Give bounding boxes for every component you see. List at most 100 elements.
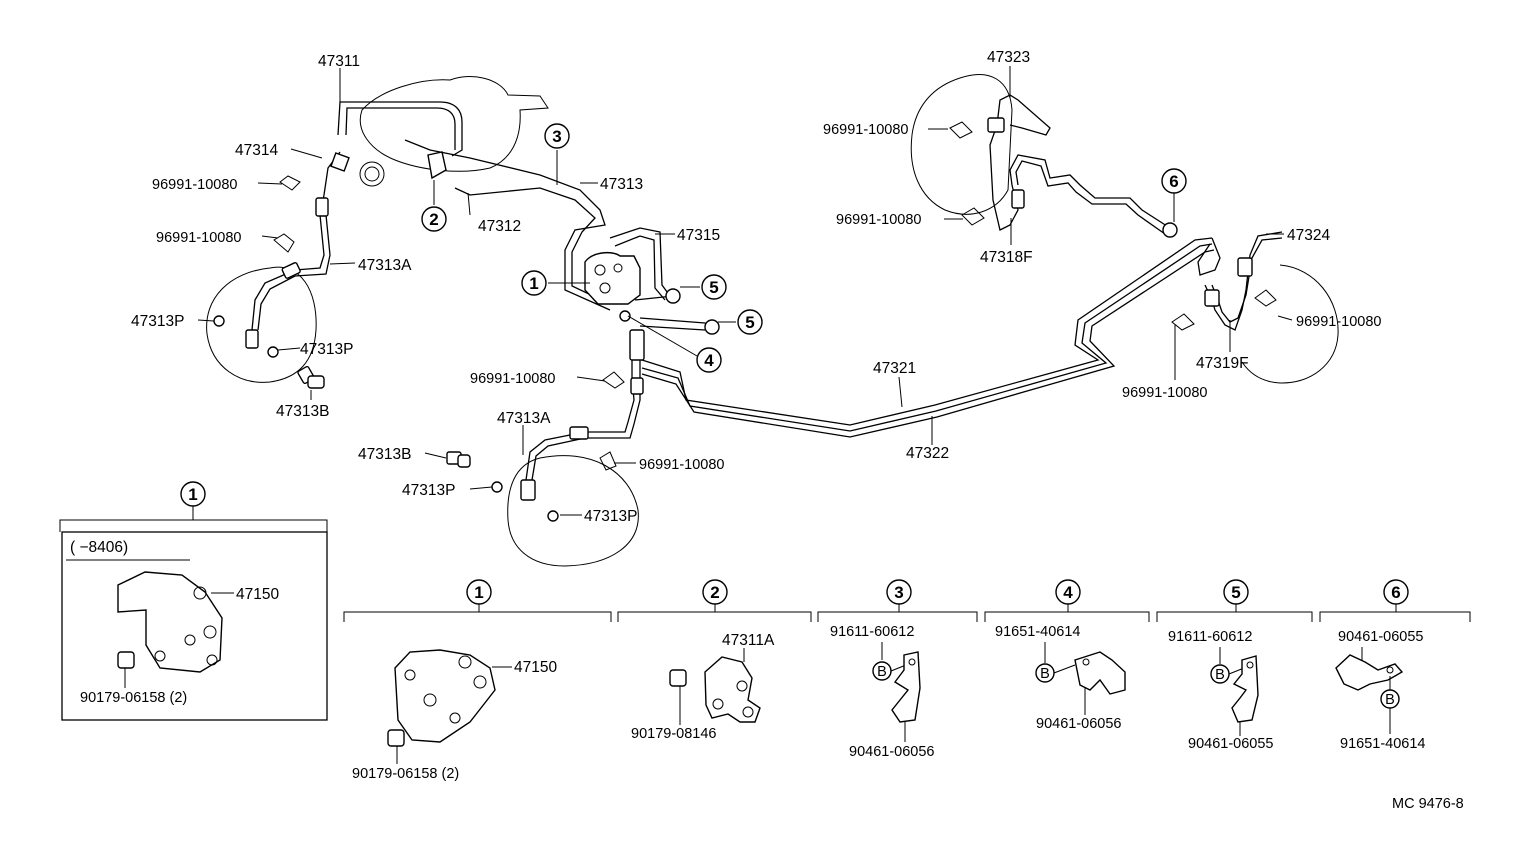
svg-text:6: 6 xyxy=(1391,583,1400,602)
label-47313B-upper: 47313B xyxy=(276,403,329,420)
label-47313B-lower: 47313B xyxy=(358,446,411,463)
bolt-47313B-upper xyxy=(297,365,325,389)
label-96991-f: 96991-10080 xyxy=(836,212,921,228)
detail-3: 3 91611-60612 B 90461-06056 xyxy=(830,579,934,760)
rear-left-brake-outline xyxy=(1241,264,1339,384)
detail-6-top: 90461-06055 xyxy=(1338,629,1423,645)
detail-5-bolt: B xyxy=(1215,667,1225,683)
inset-frame xyxy=(61,531,328,721)
svg-text:5: 5 xyxy=(745,313,754,332)
label-47311: 47311 xyxy=(318,53,360,70)
detail-5: 5 91611-60612 B 90461-06055 xyxy=(1168,579,1273,752)
detail-2: 2 47311A 90179-08146 xyxy=(631,579,775,742)
detail-1: 1 47150 90179-06158 (2) xyxy=(352,579,557,782)
fittings xyxy=(213,117,1277,522)
label-47313P-3: 47313P xyxy=(402,482,455,499)
detail-4-clamp-drawing xyxy=(1074,651,1126,695)
detail-3-top: 91611-60612 xyxy=(830,624,914,640)
callout-5-upper: 5 xyxy=(701,274,727,300)
proportioning-valve-drawing xyxy=(584,251,641,305)
brake-pipes xyxy=(251,94,1283,481)
label-47323: 47323 xyxy=(987,49,1030,66)
label-47318F: 47318F xyxy=(980,249,1033,266)
detail-2-part: 47311A xyxy=(722,632,775,649)
label-47313A-upper: 47313A xyxy=(358,257,412,274)
inset-early-valve: 1 ( −8406) 47150 90179-06158 (2) xyxy=(59,481,328,721)
inset-range: ( −8406) xyxy=(70,539,128,556)
svg-text:3: 3 xyxy=(894,583,903,602)
clip-shape xyxy=(279,175,301,191)
label-47312: 47312 xyxy=(478,218,521,235)
detail-3-bottom: 90461-06056 xyxy=(849,744,934,760)
washer-47313P-1 xyxy=(213,315,225,327)
svg-text:5: 5 xyxy=(1231,583,1240,602)
label-47321: 47321 xyxy=(873,360,916,377)
detail-6: 6 90461-06055 B 91651-40614 xyxy=(1335,579,1425,752)
svg-text:5: 5 xyxy=(709,278,718,297)
detail-6-bolt: B xyxy=(1385,692,1395,708)
label-47313P-2: 47313P xyxy=(300,341,353,358)
inset-fitting-drawing xyxy=(117,651,135,669)
label-47319F: 47319F xyxy=(1196,355,1249,372)
inset-fitting-label: 90179-06158 (2) xyxy=(80,690,187,706)
detail-5-top: 91611-60612 xyxy=(1168,629,1252,645)
label-96991-a: 96991-10080 xyxy=(152,177,237,193)
leader-lines xyxy=(197,66,1293,516)
svg-text:4: 4 xyxy=(704,351,714,370)
label-96991-c: 96991-10080 xyxy=(470,371,555,387)
rear-center-brake-outline xyxy=(507,455,639,567)
label-96991-e: 96991-10080 xyxy=(823,122,908,138)
brake-booster-outline xyxy=(359,76,549,172)
diagram-code: MC 9476-8 xyxy=(1392,796,1464,812)
label-47313P-4: 47313P xyxy=(584,508,637,525)
detail-5-clamp-drawing xyxy=(1231,655,1259,723)
label-47314: 47314 xyxy=(235,142,278,159)
callouts: 3 2 1 5 5 4 6 xyxy=(421,123,1187,373)
svg-text:2: 2 xyxy=(429,210,438,229)
label-47313A-lower: 47313A xyxy=(497,410,551,427)
callout-4: 4 xyxy=(696,347,722,373)
detail-4: 4 91651-40614 B 90461-06056 xyxy=(995,579,1126,732)
front-left-brake-outline xyxy=(206,266,317,383)
detail-5-bottom: 90461-06055 xyxy=(1188,736,1273,752)
svg-text:1: 1 xyxy=(529,274,538,293)
detail-3-clamp-drawing xyxy=(891,651,921,723)
callout-2: 2 xyxy=(421,206,447,232)
label-96991-b: 96991-10080 xyxy=(156,230,241,246)
detail-1-part: 47150 xyxy=(514,659,557,676)
rear-right-brake-outline xyxy=(910,74,1013,215)
detail-3-bolt: B xyxy=(877,664,887,680)
detail-6-clamp-drawing xyxy=(1335,654,1404,691)
label-47313P-1: 47313P xyxy=(131,313,184,330)
inset-part-label: 47150 xyxy=(236,586,279,603)
callout-5-lower: 5 xyxy=(737,309,763,335)
bolt-47313B-lower xyxy=(446,451,471,468)
washer-47313P-3 xyxy=(491,481,503,493)
svg-text:1: 1 xyxy=(474,583,483,602)
detail-1-fitting: 90179-06158 (2) xyxy=(352,766,459,782)
callout-1: 1 xyxy=(521,270,547,296)
callout-3: 3 xyxy=(544,123,570,149)
washer-47313P-4 xyxy=(547,510,559,522)
detail-brackets xyxy=(343,604,1471,622)
callout-6: 6 xyxy=(1161,168,1187,194)
svg-text:3: 3 xyxy=(552,127,561,146)
component-outlines xyxy=(206,74,1339,567)
label-47315: 47315 xyxy=(677,227,720,244)
label-47324: 47324 xyxy=(1287,227,1330,244)
detail-1-valve-drawing xyxy=(394,649,496,743)
detail-2-fitting: 90179-08146 xyxy=(631,726,716,742)
label-47313: 47313 xyxy=(600,176,643,193)
detail-4-bolt: B xyxy=(1040,666,1050,682)
label-96991-g: 96991-10080 xyxy=(1296,314,1381,330)
svg-text:6: 6 xyxy=(1169,172,1178,191)
svg-text:2: 2 xyxy=(710,583,719,602)
detail-4-bottom: 90461-06056 xyxy=(1036,716,1121,732)
label-96991-d: 96991-10080 xyxy=(639,457,724,473)
part-labels: 47311 47314 96991-10080 96991-10080 4731… xyxy=(131,49,1381,525)
three-way-joint-drawing xyxy=(427,151,447,180)
label-96991-h: 96991-10080 xyxy=(1122,385,1207,401)
detail-4-top: 91651-40614 xyxy=(995,624,1080,640)
washer-47313P-2 xyxy=(267,346,279,358)
